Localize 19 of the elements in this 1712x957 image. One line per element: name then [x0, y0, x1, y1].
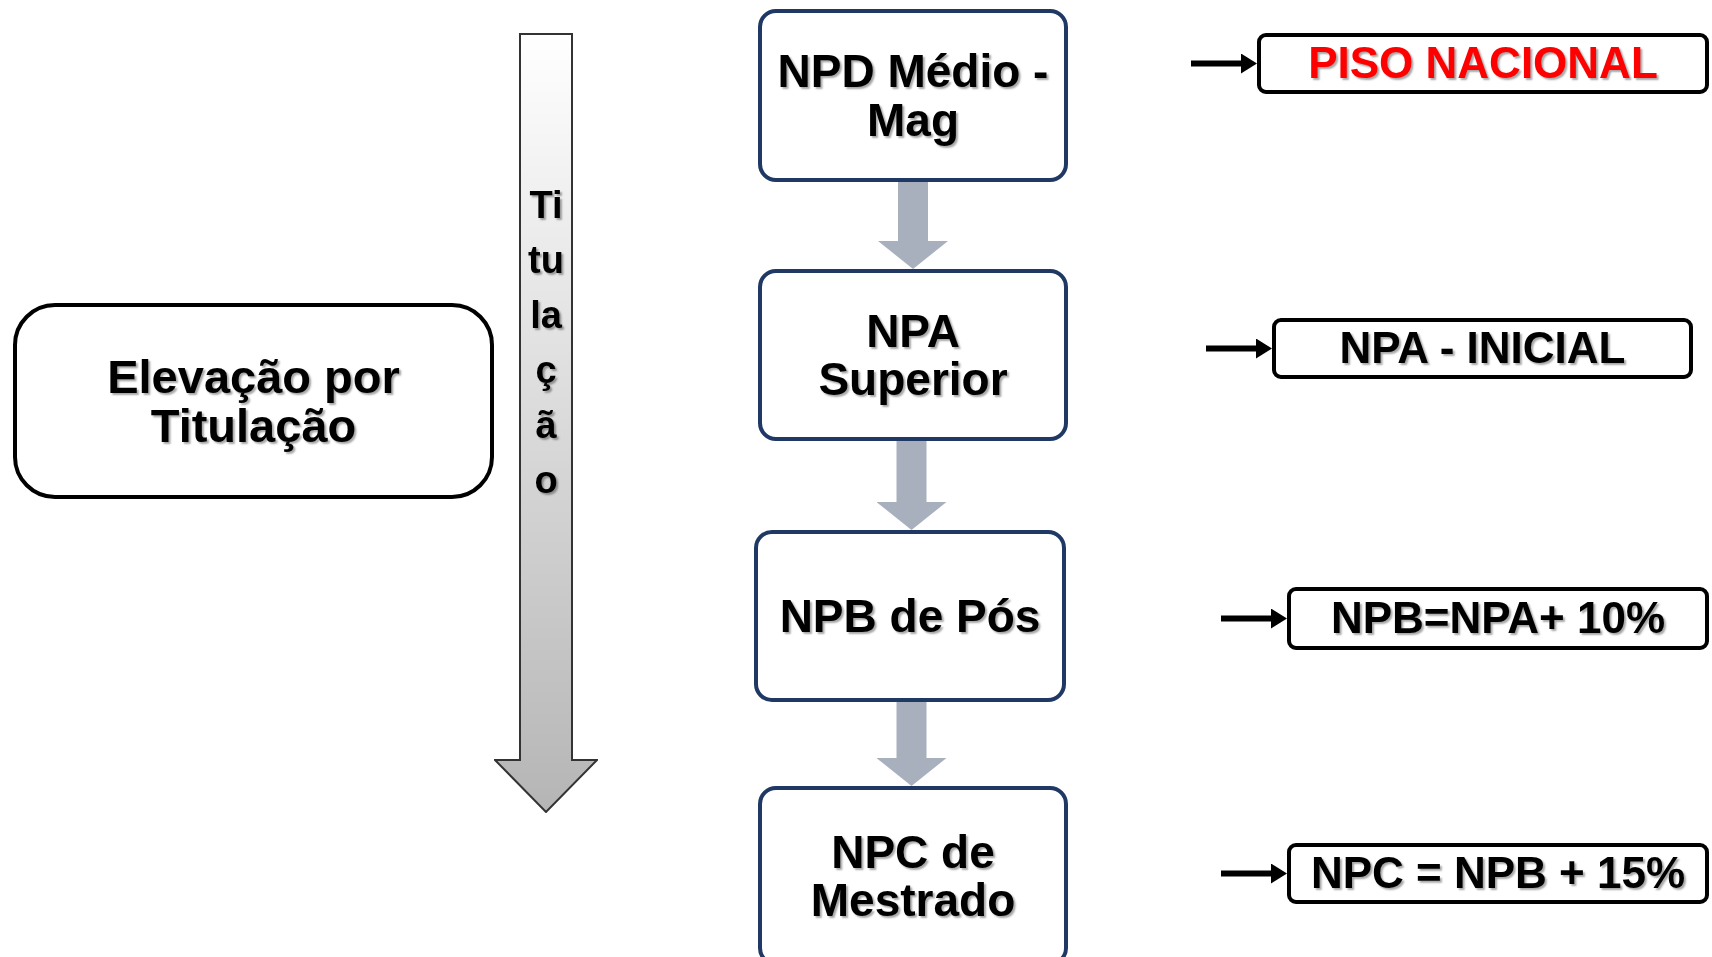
result-label: NPB=NPA+ 10% — [1330, 595, 1666, 642]
result-label: NPA - INICIAL — [1339, 325, 1626, 372]
result-box — [1272, 318, 1693, 379]
box-label: NPA Superior — [817, 306, 1009, 404]
vertical-label: Titulação — [527, 183, 565, 504]
result-box — [1257, 33, 1709, 94]
box-label: Elevação por Titulação — [106, 351, 401, 451]
box-label: NPD Médio - Mag — [776, 47, 1050, 144]
box-label: NPC de Mestrado — [809, 827, 1017, 925]
level-box — [758, 786, 1068, 957]
result-box — [1287, 587, 1709, 650]
result-label: PISO NACIONAL — [1308, 40, 1658, 87]
level-box — [754, 530, 1066, 702]
box-label: NPB de Pós — [779, 591, 1041, 641]
topic-box — [13, 303, 494, 499]
result-label: NPC = NPB + 15% — [1310, 850, 1686, 897]
level-box — [758, 269, 1068, 441]
level-box — [758, 9, 1068, 182]
result-box — [1287, 843, 1709, 904]
